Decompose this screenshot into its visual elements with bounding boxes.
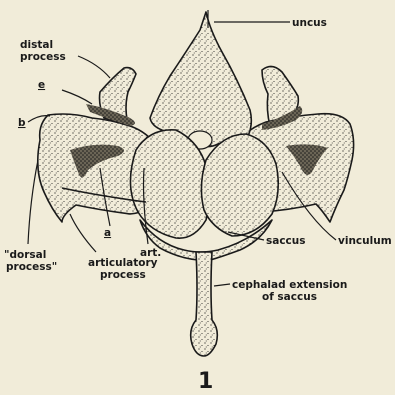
label-distal-process-2: process — [20, 51, 66, 63]
uncus-body — [150, 12, 251, 147]
saccus-right-lobe — [201, 134, 278, 236]
figure-number: 1 — [198, 369, 213, 394]
label-cephalad-extension-1: cephalad extension — [232, 279, 347, 291]
label-e: e — [38, 79, 45, 91]
label-articulatory-process-1: articulatory — [88, 257, 158, 269]
label-uncus: uncus — [292, 17, 327, 29]
articulatory-process-leader — [70, 214, 96, 252]
label-articulatory-process-2: process — [100, 269, 146, 281]
label-a: a — [104, 227, 111, 239]
e-leader — [62, 90, 92, 104]
label-b: b — [18, 117, 26, 129]
cephalad-extension-leader — [214, 284, 230, 286]
label-dorsal-process-2: process" — [6, 261, 57, 273]
label-dorsal-process-1: "dorsal — [4, 249, 46, 261]
label-distal-process-1: distal — [20, 39, 53, 51]
label-vinculum: vinculum — [338, 235, 392, 247]
label-saccus: saccus — [266, 235, 306, 247]
distal-process-leader — [78, 56, 110, 78]
label-cephalad-extension-2: of saccus — [262, 291, 317, 303]
cephalad-extension — [191, 252, 218, 356]
dorsal-process-leader — [28, 160, 38, 244]
